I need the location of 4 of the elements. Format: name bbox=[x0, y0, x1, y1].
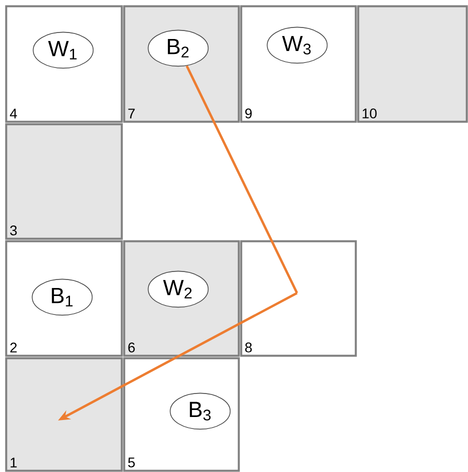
grid-cell: 8 bbox=[240, 240, 357, 357]
grid-cell: 3 bbox=[5, 123, 123, 240]
grid-cell: 1 bbox=[5, 357, 123, 472]
grid-cell: 10 bbox=[357, 5, 468, 123]
